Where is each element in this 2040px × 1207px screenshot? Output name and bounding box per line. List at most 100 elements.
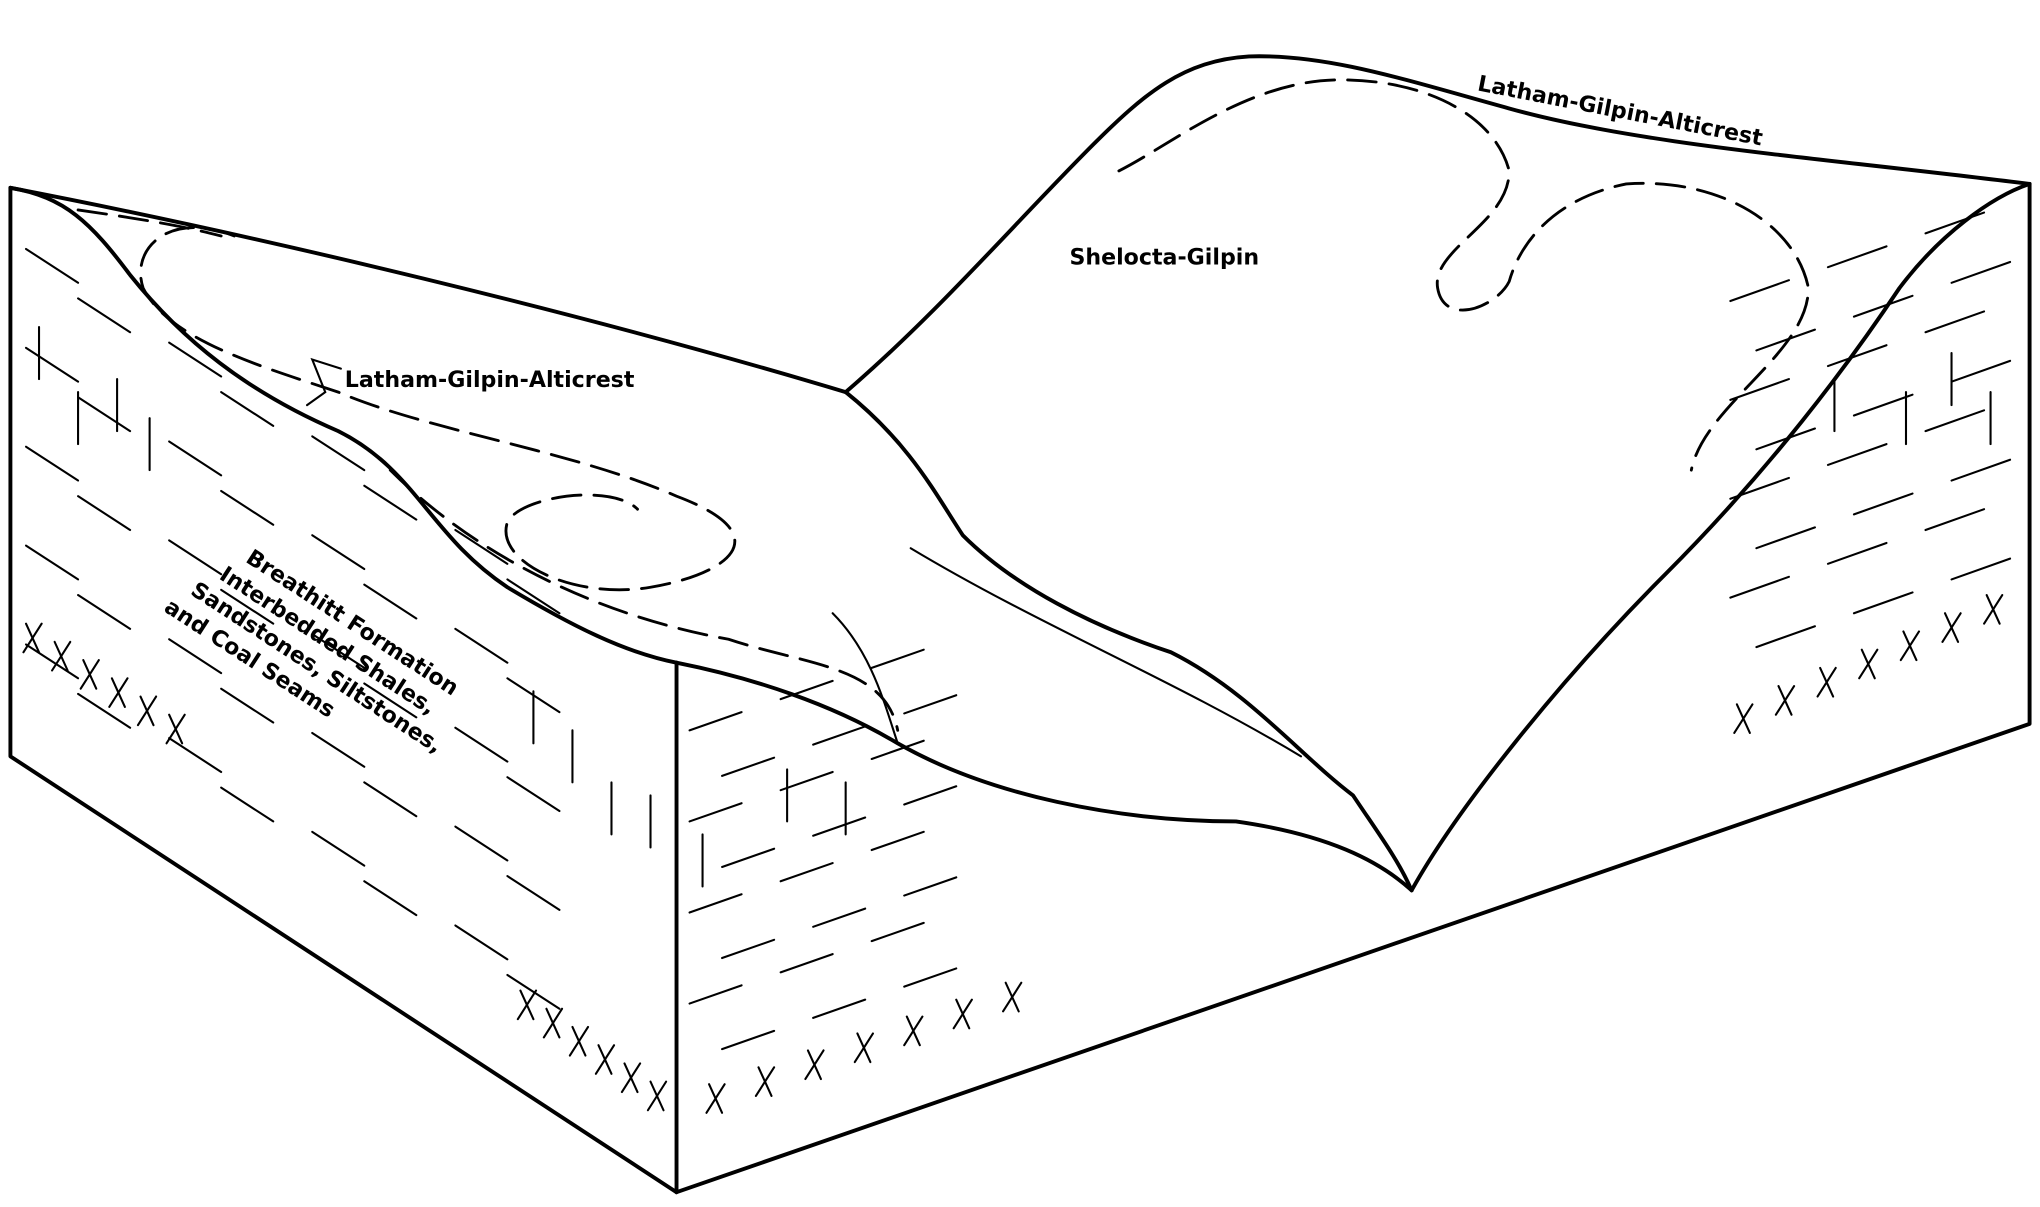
- shale-dash: [454, 528, 509, 565]
- shale-dash: [506, 578, 561, 615]
- shale-dash: [363, 484, 418, 521]
- x-mark: [1858, 648, 1879, 680]
- shale-dash: [779, 770, 834, 792]
- shale-dash: [311, 830, 366, 867]
- shale-dash: [721, 847, 776, 868]
- x-mark: [1899, 630, 1921, 662]
- x-mark: [51, 640, 72, 672]
- shale-dash: [1755, 625, 1816, 649]
- x-mark: [646, 1080, 668, 1112]
- soil-boundary-left: [76, 208, 900, 732]
- shale-dash: [903, 967, 958, 988]
- shale-dash: [870, 648, 925, 669]
- shale-dash: [220, 588, 275, 625]
- x-mark: [594, 1044, 616, 1075]
- shale-dash: [903, 785, 958, 806]
- shale-dash: [1950, 458, 2012, 482]
- shale-dash: [812, 998, 867, 1019]
- right-face-profile: [674, 181, 2032, 893]
- shale-dash: [363, 880, 418, 917]
- shale-dash: [77, 692, 132, 729]
- shale-dash: [454, 726, 509, 763]
- shale-dash: [311, 633, 366, 669]
- x-mark: [542, 1007, 564, 1039]
- shale-dash: [688, 711, 743, 732]
- shale-dash: [363, 583, 418, 620]
- x-mark: [568, 1025, 590, 1057]
- shale-dash: [77, 396, 132, 433]
- valley-foot: [843, 390, 1414, 893]
- shale-dash: [454, 627, 509, 664]
- x-mark: [1816, 666, 1837, 698]
- soil-boundary-right: [1117, 78, 1810, 472]
- x-mark: [754, 1066, 776, 1097]
- shale-dash: [1950, 557, 2012, 581]
- shale-dash: [220, 489, 275, 526]
- shale-dash: [903, 876, 958, 897]
- hatching: [22, 211, 2012, 1114]
- left-face-outline: [8, 185, 679, 1195]
- shale-dash: [168, 440, 223, 477]
- shale-dash: [454, 924, 509, 961]
- shale-dash: [168, 737, 223, 774]
- label-shelocta-gilpin: Shelocta-Gilpin: [1069, 245, 1259, 271]
- shale-dash: [24, 445, 80, 482]
- x-mark: [165, 713, 186, 745]
- shale-dash: [1852, 294, 1914, 318]
- shale-dash: [1826, 245, 1888, 269]
- x-mark: [136, 695, 158, 727]
- x-mark: [79, 659, 100, 690]
- shale-dash: [1852, 393, 1914, 417]
- x-mark: [952, 998, 973, 1030]
- shale-dash: [506, 776, 561, 813]
- x-mark: [620, 1062, 642, 1094]
- shale-dash: [812, 907, 867, 928]
- shale-dash: [688, 984, 743, 1005]
- shale-dash: [1826, 344, 1888, 368]
- x-mark: [516, 989, 538, 1021]
- shale-dash: [168, 341, 223, 378]
- shale-dash: [812, 725, 867, 746]
- x-mark: [1941, 612, 1962, 643]
- x-mark: [705, 1083, 726, 1114]
- shale-dash: [1729, 378, 1790, 401]
- shale-dash: [168, 539, 223, 576]
- shale-dash: [1729, 476, 1790, 500]
- labels: Latham-Gilpin-Alticrest Latham-Gilpin-Al…: [160, 71, 1766, 759]
- right-face-outline: [674, 181, 2032, 1195]
- shale-dash: [779, 679, 834, 701]
- x-mark: [903, 1015, 924, 1047]
- back-ridge-left: [8, 185, 848, 395]
- shale-dash: [220, 391, 275, 427]
- shale-dash: [779, 953, 834, 974]
- shale-dash: [1826, 541, 1888, 565]
- hill-crest: [843, 54, 2032, 395]
- stream: [831, 547, 1303, 758]
- x-mark: [22, 622, 43, 654]
- shale-dash: [168, 638, 223, 675]
- shale-dash: [1924, 310, 1986, 334]
- x-mark: [1774, 685, 1796, 716]
- shale-dash: [1852, 492, 1914, 516]
- shale-dash: [363, 781, 418, 818]
- left-face-profile: [8, 185, 679, 665]
- x-mark: [1002, 981, 1023, 1013]
- shale-dash: [779, 862, 834, 883]
- shale-dash: [220, 687, 275, 724]
- leader-line: [306, 357, 342, 407]
- shale-dash: [24, 346, 80, 383]
- shale-dash: [1924, 211, 1986, 235]
- shale-dash: [870, 921, 925, 943]
- shale-dash: [870, 739, 925, 761]
- shale-dash: [1729, 575, 1790, 599]
- shale-dash: [1924, 508, 1986, 532]
- shale-dash: [506, 973, 561, 1010]
- shale-dash: [688, 893, 743, 914]
- shale-dash: [77, 297, 132, 334]
- shale-dash: [721, 938, 776, 960]
- label-latham-left: Latham-Gilpin-Alticrest: [345, 367, 635, 393]
- x-mark: [853, 1032, 875, 1064]
- soil-boundaries: [76, 78, 1810, 732]
- shale-dash: [311, 534, 366, 571]
